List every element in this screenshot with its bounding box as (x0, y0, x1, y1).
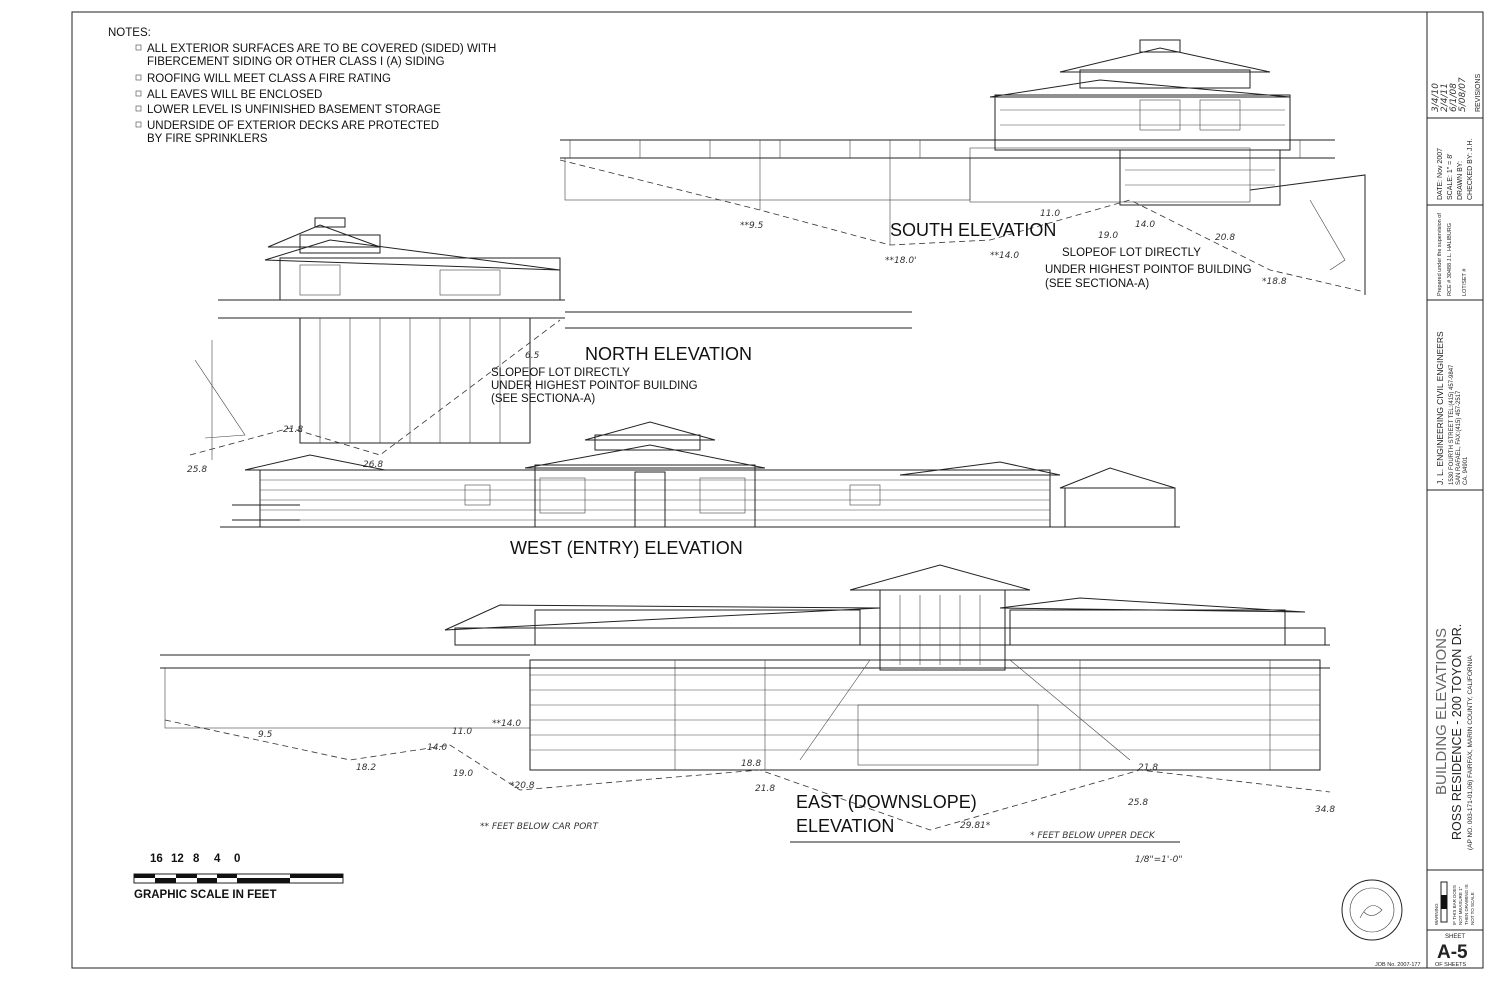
title-block: REVISIONS 3/4/10 2/4/11 6/1/08 5/08/07 D… (1375, 74, 1483, 968)
elevation-mark: *20.8 (510, 781, 535, 791)
elevation-mark: 26.8 (363, 460, 383, 470)
east-elevation-title: EAST (DOWNSLOPE) (796, 792, 977, 812)
north-elevation-title: NORTH ELEVATION (585, 344, 752, 364)
scale-tick-label: 8 (193, 853, 200, 865)
elevation-mark: 11.0 (1040, 209, 1060, 219)
sheet-title: BUILDING ELEVATIONS (1433, 628, 1450, 795)
note-item: UNDERSIDE OF EXTERIOR DECKS ARE PROTECTE… (147, 120, 439, 132)
firm-address: 1530 FOURTH STREET TEL:(415) 457-9847 (1449, 364, 1455, 485)
notes-heading: NOTES: (108, 27, 151, 39)
revision-date: 6/1/08 (1449, 83, 1459, 112)
elevation-mark: 25.8 (1128, 798, 1148, 808)
graphic-scale-label: GRAPHIC SCALE IN FEET (134, 889, 276, 901)
sheet-number: A-5 (1437, 942, 1468, 963)
graphic-scale: 16 12 8 4 0 GRAPHIC SCALE IN FEET (133, 853, 344, 901)
elevation-mark: 21.8 (755, 784, 775, 794)
elevation-mark: 18.2 (356, 763, 376, 773)
firm-address: SAN RAFAEL, FAX:(415) 457-2517 (1456, 390, 1462, 485)
elevation-mark: 19.0 (1098, 231, 1118, 241)
elevation-mark: 14.0 (427, 743, 447, 753)
notes-block: NOTES: ALL EXTERIOR SURFACES ARE TO BE C… (108, 27, 496, 145)
elevation-mark: 34.8 (1315, 805, 1335, 815)
revision-date: 2/4/11 (1440, 83, 1450, 112)
warning-text: NOT MEASURE 1" (1458, 886, 1463, 925)
elevation-mark: **18.0' (885, 256, 917, 266)
note-item: ALL EAVES WILL BE ENCLOSED (147, 89, 322, 101)
project-name: ROSS RESIDENCE - 200 TOYON DR. (1450, 624, 1464, 840)
south-slope-note: SLOPEOF LOT DIRECTLY (1062, 247, 1201, 259)
warning-text: IF THIS BAR DOES (1452, 885, 1457, 925)
note-item: BY FIRE SPRINKLERS (147, 133, 268, 145)
east-elevation-drawing (160, 564, 1331, 831)
elevation-mark: 21.8 (1138, 763, 1158, 773)
elevation-mark: 18.8 (741, 759, 761, 769)
note-item: LOWER LEVEL IS UNFINISHED BASEMENT STORA… (147, 104, 441, 116)
west-elevation-title: WEST (ENTRY) ELEVATION (510, 538, 743, 558)
south-slope-note: UNDER HIGHEST POINTOF BUILDING (1045, 264, 1252, 276)
elevation-mark: 9.5 (258, 730, 273, 740)
sheet-label: SHEET (1445, 934, 1465, 940)
south-elevation-title: SOUTH ELEVATION (890, 220, 1056, 240)
revision-date: 3/4/10 (1431, 83, 1441, 112)
note-item: ROOFING WILL MEET CLASS A FIRE RATING (147, 73, 391, 85)
elevation-mark: **14.0 (492, 719, 521, 729)
elevation-mark: **14.0 (990, 251, 1019, 261)
elevation-mark: 14.0 (1135, 220, 1155, 230)
scale-tick-label: 0 (234, 853, 240, 865)
firm-address: CA. 94901 (1463, 456, 1469, 485)
revision-date: 5/08/07 (1458, 77, 1468, 112)
warning-text: WARNING (1434, 903, 1439, 925)
note-item: FIBERCEMENT SIDING OR OTHER CLASS I (A) … (147, 56, 445, 68)
scale-tick-label: 12 (171, 853, 184, 865)
north-slope-note: (SEE SECTIONA-A) (491, 393, 595, 405)
job-number: JOB No. 2007-177 (1375, 962, 1421, 968)
lot-text: LOT/SET # (1462, 268, 1468, 296)
checked-by-field: CHECKED BY: J.H. (1467, 138, 1474, 200)
date-field: DATE: Nov 2007 (1437, 148, 1444, 200)
elevation-mark: 20.8 (1215, 233, 1235, 243)
elevation-mark: **9.5 (740, 221, 764, 231)
handwritten-upper-deck-note: * FEET BELOW UPPER DECK (1030, 831, 1156, 841)
note-item: ALL EXTERIOR SURFACES ARE TO BE COVERED … (147, 43, 496, 55)
north-elevation-drawing (189, 217, 912, 460)
elevation-mark: 21.8 (283, 425, 303, 435)
revisions-label: REVISIONS (1475, 74, 1482, 112)
south-slope-note: (SEE SECTIONA-A) (1045, 278, 1149, 290)
elevation-mark: 11.0 (452, 727, 472, 737)
scale-field: SCALE: 1" = 8' (1447, 154, 1454, 200)
note-bullet-icons (135, 44, 142, 128)
east-elevation-title: ELEVATION (796, 816, 894, 836)
scale-tick-label: 4 (214, 853, 221, 865)
elevation-mark: 6.5 (525, 351, 540, 361)
engineer-stamp (1341, 879, 1403, 941)
north-slope-note: SLOPEOF LOT DIRECTLY (491, 367, 630, 379)
of-sheets-label: OF SHEETS (1435, 962, 1467, 968)
project-location: (AP NO. 003-171-01,06) FAIRFAX, MARIN CO… (1467, 655, 1474, 850)
scale-tick-label: 16 (150, 853, 163, 865)
south-elevation-drawing (559, 39, 1366, 295)
handwritten-carport-note: ** FEET BELOW CAR PORT (480, 822, 600, 832)
firm-name: J. L. ENGINEERING CIVIL ENGINEERS (1435, 331, 1445, 485)
warning-text: NOT TO SCALE (1470, 892, 1475, 925)
rce-text: RCE # 30488 J.L. HALIBURG (1447, 223, 1453, 296)
elevation-mark: *18.8 (1262, 277, 1287, 287)
prepared-by-text: Prepared under the supervision of (1437, 213, 1443, 296)
elevation-mark: 29.81* (960, 821, 991, 831)
elevation-mark: 19.0 (453, 769, 473, 779)
warning-text: THEN DRAWING IS (1464, 884, 1469, 925)
drawn-by-field: DRAWN BY: (1457, 161, 1464, 200)
elevation-mark: 25.8 (187, 465, 207, 475)
handwritten-scale: 1/8"=1'-0" (1135, 855, 1182, 865)
west-elevation-drawing (220, 421, 1180, 528)
north-slope-note: UNDER HIGHEST POINTOF BUILDING (491, 380, 698, 392)
